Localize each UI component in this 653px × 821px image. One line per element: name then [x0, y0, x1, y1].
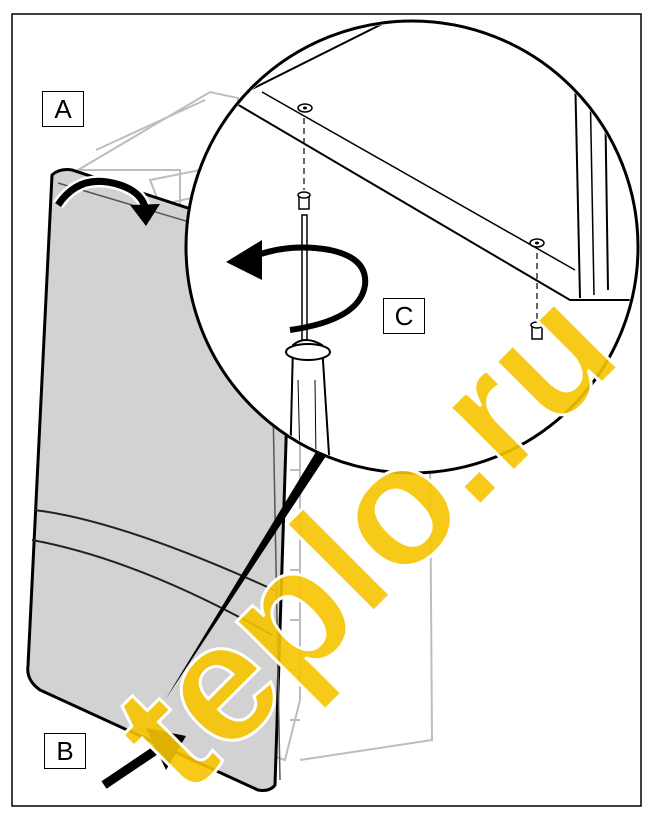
- detail-magnifier: [184, 19, 640, 475]
- label-c: C: [383, 298, 425, 334]
- rotate-arrow-icon: [53, 175, 160, 226]
- screw-icon: [297, 191, 311, 210]
- turn-arrow-icon: [226, 240, 369, 333]
- label-b: B: [44, 733, 86, 769]
- pointer-line-b: [165, 442, 330, 700]
- push-arrow-icon: [100, 728, 186, 791]
- screwdriver-icon: [285, 214, 332, 471]
- label-a: A: [42, 91, 84, 127]
- screw-icon-2: [530, 321, 544, 340]
